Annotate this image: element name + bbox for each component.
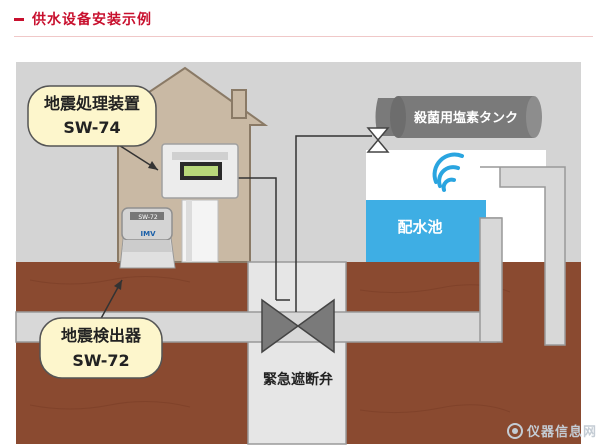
callout-sw72-model: SW-72 [72, 351, 129, 370]
emergency-valve-icon [261, 298, 335, 354]
wireless-signal-icon [432, 152, 464, 192]
callout-sw74-model: SW-74 [63, 118, 120, 137]
chlorine-valve-icon [366, 127, 390, 153]
sw74-device [161, 143, 239, 263]
callout-sw72: 地震検出器 SW-72 [39, 317, 163, 379]
outflow-pipe [480, 166, 566, 346]
reservoir-label: 配水池 [397, 218, 442, 236]
sw72-sensor-device: SW-72 IMV [119, 207, 176, 269]
title-divider [14, 36, 593, 37]
callout-arrowheads [114, 161, 158, 290]
callout-sw74: 地震処理装置 SW-74 [27, 85, 157, 147]
sensor-brand-text: IMV [141, 230, 157, 238]
watermark-text: 仪器信息网 [526, 425, 597, 440]
tank-label: 殺菌用塩素タンク [413, 110, 518, 126]
sensor-plate-text: SW-72 [138, 214, 157, 221]
title-accent-bar [14, 17, 24, 21]
chlorine-tank [375, 96, 542, 138]
watermark-logo-icon [506, 422, 523, 439]
watermark: 仪器信息网 [506, 421, 597, 440]
signal-lines [236, 135, 372, 312]
page-title: 供水设备安装示例 [32, 12, 152, 28]
page-header: 供水设备安装示例 [14, 8, 152, 30]
valve-label: 緊急遮断弁 [263, 371, 333, 388]
callout-sw74-name: 地震処理装置 [44, 94, 140, 113]
callout-sw72-name: 地震検出器 [61, 326, 142, 345]
riser-pipe [479, 217, 503, 343]
pipe-joint [481, 314, 501, 341]
valve-pit [247, 261, 347, 445]
